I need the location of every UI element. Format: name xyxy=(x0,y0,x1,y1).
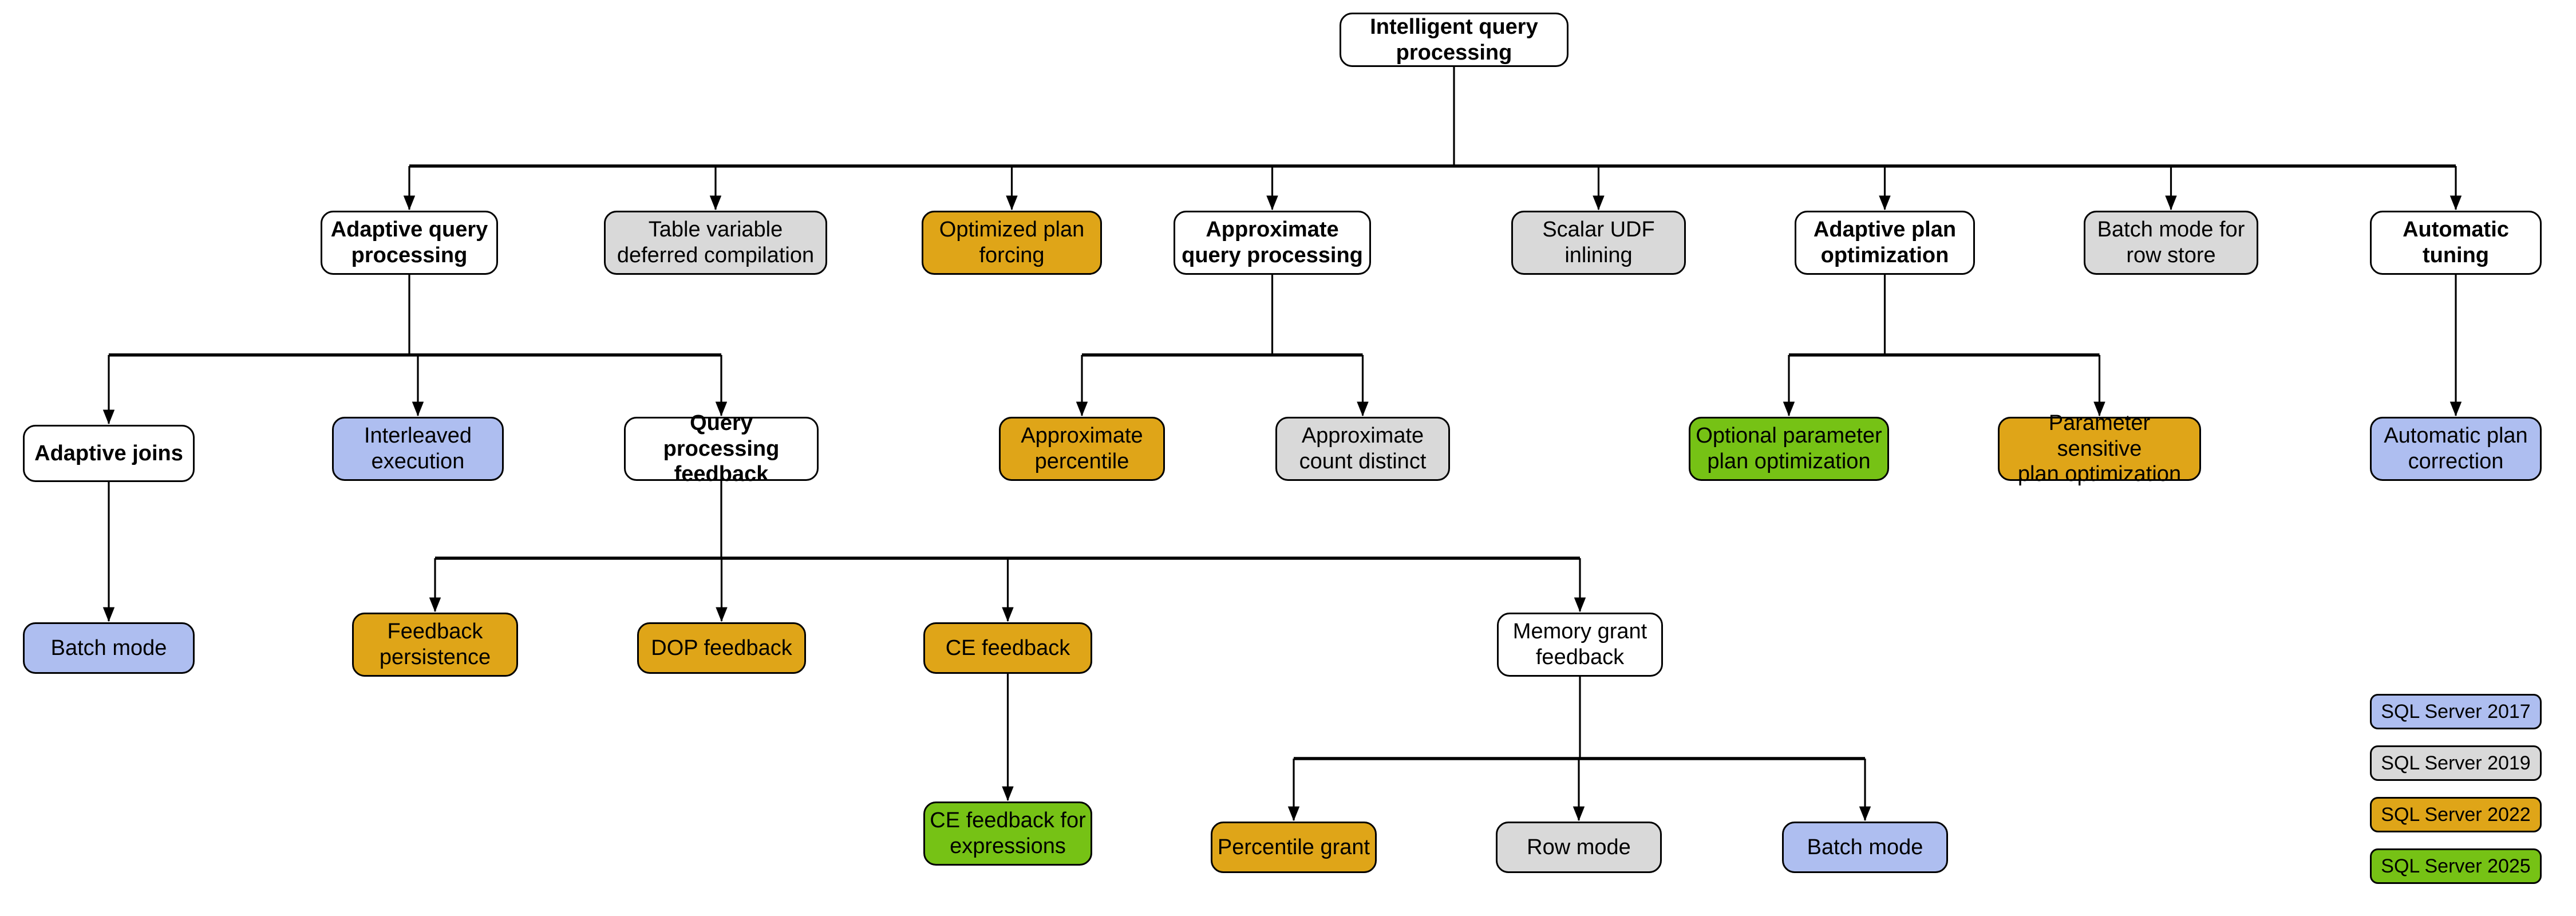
node-label: DOP feedback xyxy=(651,635,792,660)
node-ce-feedback[interactable]: CE feedback xyxy=(923,622,1092,674)
node-label: Percentile grant xyxy=(1217,835,1370,859)
legend-item-label: SQL Server 2019 xyxy=(2381,752,2531,774)
node-label: Batch mode xyxy=(1807,835,1923,859)
legend-item-sql-server-2025: SQL Server 2025 xyxy=(2370,848,2542,884)
legend-item-sql-server-2017: SQL Server 2017 xyxy=(2370,694,2542,729)
node-label: Batch mode xyxy=(50,635,167,660)
node-adaptive-joins[interactable]: Adaptive joins xyxy=(23,425,195,482)
node-row-mode[interactable]: Row mode xyxy=(1496,822,1662,873)
legend-item-label: SQL Server 2025 xyxy=(2381,855,2531,877)
legend-item-sql-server-2022: SQL Server 2022 xyxy=(2370,797,2542,832)
node-dop-feedback[interactable]: DOP feedback xyxy=(637,622,806,674)
node-label: Adaptive joins xyxy=(34,441,183,465)
node-batch-mode[interactable]: Batch mode xyxy=(23,622,195,674)
node-label: Row mode xyxy=(1527,835,1631,859)
node-percentile-grant[interactable]: Percentile grant xyxy=(1211,822,1377,873)
legend-item-label: SQL Server 2017 xyxy=(2381,700,2531,722)
legend-item-sql-server-2019: SQL Server 2019 xyxy=(2370,745,2542,781)
legend-item-label: SQL Server 2022 xyxy=(2381,803,2531,826)
node-label: CE feedback xyxy=(945,635,1070,660)
node-batch-mode[interactable]: Batch mode xyxy=(1782,822,1948,873)
